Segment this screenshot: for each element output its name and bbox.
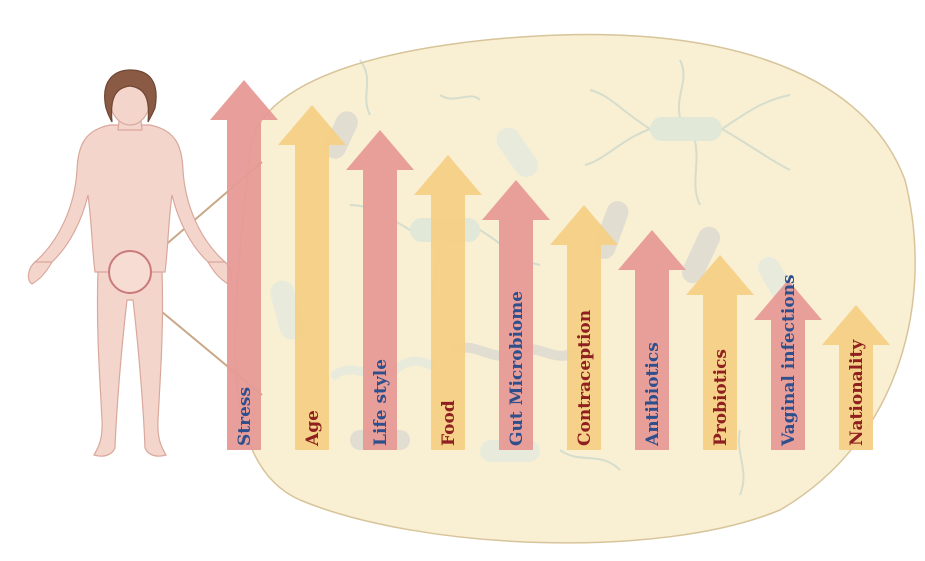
factor-label: Antibiotics: [643, 342, 663, 447]
factor-label: Gut Microbiome: [507, 291, 527, 446]
factor-arrow-probiotics: Probiotics: [686, 255, 754, 450]
bacterium-icon: [681, 226, 721, 284]
figure-torso: [34, 124, 226, 273]
factor-arrow-gut-microbiome: Gut Microbiome: [482, 180, 550, 450]
figure-hair-icon: [104, 69, 157, 123]
flagellum-icon: [559, 449, 621, 471]
human-figure: [27, 69, 233, 457]
factor-label: Age: [303, 410, 323, 447]
factor-arrow-nationality: Nationality: [822, 305, 890, 450]
figure-legs: [93, 269, 167, 457]
arrow-shape: [482, 180, 550, 450]
factor-label: Probiotics: [711, 349, 731, 446]
factor-label: Stress: [235, 387, 255, 446]
arrow-shape: [550, 205, 618, 450]
factor-arrow-contraception: Contraception: [550, 205, 618, 450]
factor-arrow-life-style: Life style: [346, 130, 414, 450]
flagellum-icon: [359, 59, 371, 116]
arrow-shape: [414, 155, 482, 450]
figure-left-hand: [27, 261, 54, 285]
bacterium-icon: [496, 127, 539, 178]
factor-label: Life style: [371, 359, 391, 446]
arrow-shape: [686, 255, 754, 450]
factor-arrow-age: Age: [278, 105, 346, 450]
flagella-icon: [584, 59, 791, 206]
arrow-shape: [618, 230, 686, 450]
arrow-shape: [210, 80, 278, 450]
factor-label: Nationality: [847, 339, 867, 446]
factor-arrows: Stress Age Life style Food Gut Microbiome Con…: [210, 80, 890, 450]
bacterium-icon: [650, 117, 722, 141]
flagellum-icon: [439, 94, 481, 101]
factor-arrow-stress: Stress: [210, 80, 278, 450]
arrow-shape: [754, 280, 822, 450]
arrow-shape: [822, 305, 890, 450]
factor-label: Vaginal infections: [779, 274, 799, 447]
arrow-shape: [346, 130, 414, 450]
zoom-circle: [108, 250, 152, 294]
factor-arrow-food: Food: [414, 155, 482, 450]
factor-label: Contraception: [575, 310, 595, 446]
flagellum-icon: [738, 429, 745, 496]
factor-arrow-antibiotics: Antibiotics: [618, 230, 686, 450]
factor-arrow-vaginal-infections: Vaginal infections: [754, 274, 822, 450]
bacterium-icon: [324, 111, 358, 159]
factor-label: Food: [439, 400, 459, 446]
arrow-shape: [278, 105, 346, 450]
